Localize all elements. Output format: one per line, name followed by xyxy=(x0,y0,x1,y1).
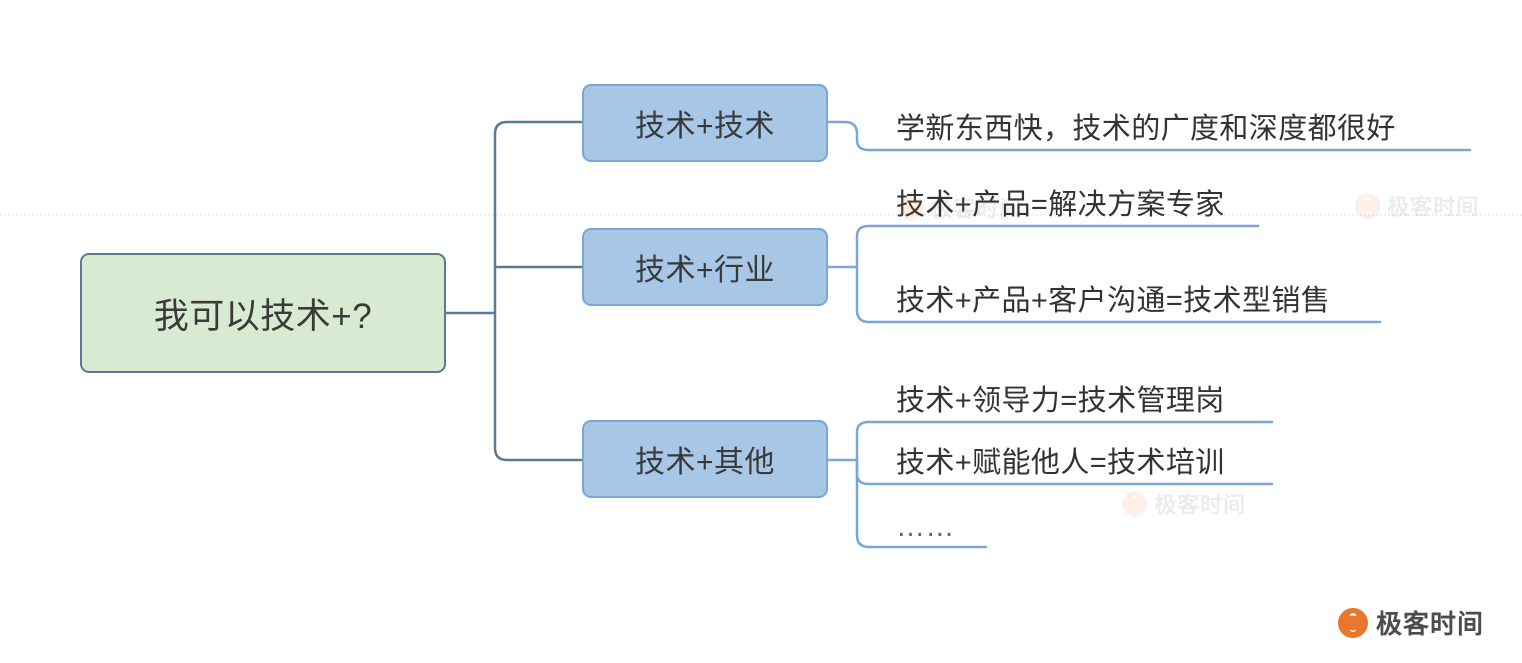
leaf-node-label: 技术+赋能他人=技术培训 xyxy=(896,446,1225,479)
watermark-geektime: 极客时间 xyxy=(1122,488,1246,519)
root-node[interactable]: 我可以技术+? xyxy=(80,253,446,373)
leaf-node-label: 学新东西快，技术的广度和深度都很好 xyxy=(896,112,1396,145)
leaf-node-label: 技术+产品+客户沟通=技术型销售 xyxy=(896,284,1331,317)
brand-logo: 极客时间 xyxy=(1337,604,1484,641)
branch-node-tech-plus-tech[interactable]: 技术+技术 xyxy=(582,84,828,162)
watermark-label: 极客时间 xyxy=(1387,194,1480,220)
leaf-node-ellipsis[interactable]: …… xyxy=(896,500,1016,546)
branch-node-tech-plus-other[interactable]: 技术+其他 xyxy=(582,420,828,498)
watermark-geektime: 极客时间 xyxy=(1355,190,1479,221)
geektime-logo-icon xyxy=(1122,490,1148,517)
branch-node-tech-plus-industry[interactable]: 技术+行业 xyxy=(582,228,828,306)
branch-node-label: 技术+其他 xyxy=(634,446,776,479)
branch-node-label: 技术+行业 xyxy=(634,254,776,287)
leaf-node-technical-sales[interactable]: 技术+产品+客户沟通=技术型销售 xyxy=(896,272,1386,320)
leaf-node-label: …… xyxy=(896,510,955,543)
watermark-label: 极客时间 xyxy=(1154,492,1247,518)
faint-divider-line xyxy=(0,214,1522,216)
geektime-logo-icon xyxy=(1337,607,1368,638)
leaf-node-tech-management[interactable]: 技术+领导力=技术管理岗 xyxy=(896,372,1278,420)
brand-logo-label: 极客时间 xyxy=(1375,609,1484,639)
leaf-node-solution-expert[interactable]: 技术+产品=解决方案专家 xyxy=(896,176,1266,224)
branch-node-label: 技术+技术 xyxy=(634,110,776,143)
leaf-node-learning-speed[interactable]: 学新东西快，技术的广度和深度都很好 xyxy=(896,100,1476,148)
leaf-node-label: 技术+产品=解决方案专家 xyxy=(896,188,1225,221)
leaf-node-label: 技术+领导力=技术管理岗 xyxy=(896,384,1225,417)
root-node-label: 我可以技术+? xyxy=(153,296,373,336)
leaf-node-tech-training[interactable]: 技术+赋能他人=技术培训 xyxy=(896,434,1278,482)
